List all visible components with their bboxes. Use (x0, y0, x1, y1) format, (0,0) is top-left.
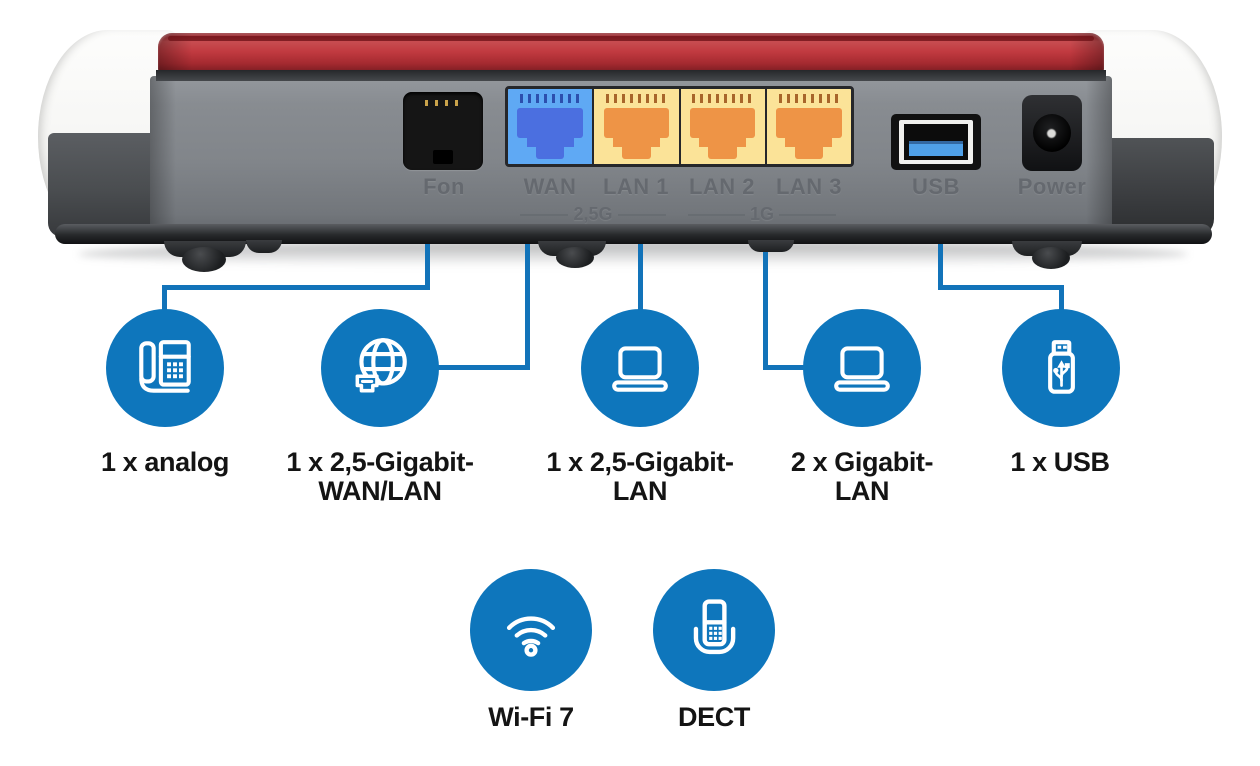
feature-label-wifi: Wi-Fi 7 (488, 702, 574, 732)
connector-line-usb-vertical (938, 232, 943, 290)
router-foot (556, 247, 594, 268)
laptop-icon (612, 346, 668, 392)
speed-dash (617, 213, 666, 216)
laptop-icon (834, 346, 890, 392)
connector-line-wan-horizontal (434, 365, 530, 370)
feature-label-usb: 1 x USB (1010, 447, 1110, 477)
fon-port (403, 92, 483, 170)
connector-line-lan1-vertical (638, 232, 643, 314)
feature-circle-dect (653, 569, 775, 691)
connector-line-lan23-vertical (763, 232, 768, 370)
usb-port (891, 114, 981, 170)
usb-port-tongue (909, 141, 963, 156)
feature-circle-wifi (470, 569, 592, 691)
router-left-panel (48, 133, 165, 237)
feature-label-wan: 1 x 2,5-Gigabit-WAN/LAN (286, 447, 474, 506)
port-label-power: Power (1017, 174, 1087, 199)
power-port (1022, 95, 1082, 171)
lan2-port-pins (692, 94, 753, 103)
speed-group-1g: 1G (688, 204, 837, 225)
port-label-fon: Fon (423, 174, 465, 199)
wan-port (508, 89, 595, 164)
speed-dash (688, 213, 745, 216)
router-red-shadow-strip (156, 70, 1106, 81)
speed-group-2-5g: 2,5G (520, 204, 666, 225)
connector-line-lan23-horizontal (763, 365, 808, 370)
wifi-icon (506, 616, 556, 657)
router-right-panel (1108, 138, 1214, 237)
analog-phone-icon (139, 340, 191, 393)
router-foot (182, 247, 226, 272)
port-label-lan1: LAN 1 (602, 174, 670, 199)
fon-port-notch (433, 150, 453, 164)
lan3-port-pins (778, 94, 840, 103)
lan1-port (594, 89, 681, 164)
port-label-lan3: LAN 3 (775, 174, 843, 199)
feature-label-lan1g: 2 x Gigabit-LAN (790, 447, 934, 506)
feature-label-lan25: 1 x 2,5-Gigabit-LAN (546, 447, 734, 506)
connector-line-usb-drop (1059, 285, 1064, 315)
lan1-port-pins (606, 94, 667, 103)
router-foot (246, 240, 282, 253)
router-red-top-groove (168, 36, 1094, 41)
speed-label: 1G (750, 204, 775, 224)
router-foot (1032, 247, 1070, 269)
feature-circle-usb (1002, 309, 1120, 427)
speed-dash (779, 213, 837, 216)
lan3-port (766, 89, 851, 164)
usb-stick-icon (1048, 340, 1075, 394)
power-jack-pin (1047, 129, 1056, 138)
connector-line-usb-horizontal (938, 285, 1064, 290)
router-foot (748, 240, 794, 252)
dect-handset-icon (693, 599, 736, 655)
speed-label: 2,5G (573, 204, 613, 224)
lan2-port (680, 89, 767, 164)
speed-dash (520, 213, 569, 216)
router-bottom-edge (55, 224, 1212, 244)
feature-circle-lan1g (803, 309, 921, 427)
port-label-wan: WAN (523, 174, 577, 199)
router-red-top (158, 33, 1104, 72)
connector-line-fon-horizontal (162, 285, 430, 290)
feature-circle-lan25 (581, 309, 699, 427)
connector-line-wan-vertical (525, 232, 530, 370)
wan-port-pins (519, 94, 581, 103)
connector-line-fon-drop (162, 285, 167, 315)
connector-line-fon-vertical (425, 232, 430, 290)
port-label-usb: USB (912, 174, 960, 199)
feature-label-dect: DECT (678, 702, 750, 732)
feature-circle-wan (321, 309, 439, 427)
fon-port-pins (425, 100, 463, 106)
feature-circle-analog (106, 309, 224, 427)
ethernet-port-block (505, 86, 854, 167)
wan-globe-icon (355, 338, 407, 393)
port-label-lan2: LAN 2 (688, 174, 756, 199)
feature-label-analog: 1 x analog (100, 447, 230, 477)
